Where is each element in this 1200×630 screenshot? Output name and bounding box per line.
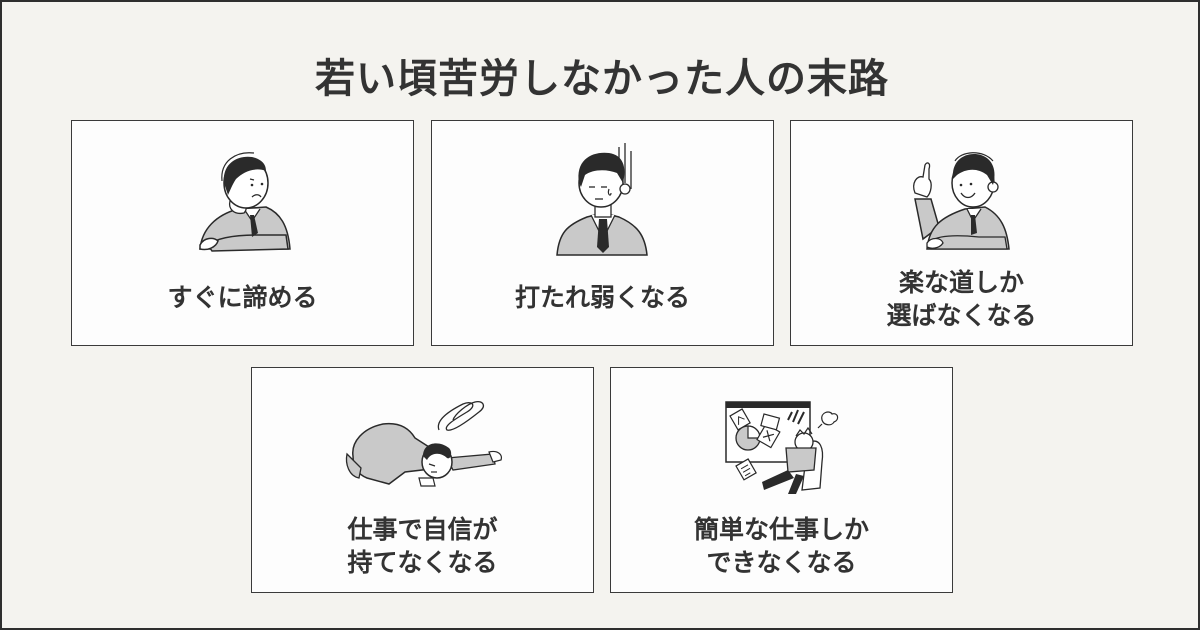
man-collapsed-on-floor-icon — [252, 394, 593, 494]
card-only-simple-work: 簡単な仕事しか できなくなる — [610, 367, 953, 593]
man-resting-chin-on-hand-icon — [72, 149, 413, 254]
card-become-fragile: 打たれ弱くなる — [431, 120, 774, 346]
card-label: 楽な道しか 選ばなくなる — [886, 268, 1037, 330]
man-pointing-finger-up-icon — [791, 149, 1132, 254]
card-lose-confidence: 仕事で自信が 持てなくなる — [251, 367, 594, 593]
stressed-man-with-scattered-papers-icon — [611, 398, 952, 498]
card-label: 仕事で自信が 持てなくなる — [347, 515, 498, 577]
page-title: 若い頃苦労しなかった人の末路 — [315, 56, 889, 102]
card-choose-easy-path: 楽な道しか 選ばなくなる — [790, 120, 1133, 346]
card-give-up-easily: すぐに諦める — [71, 120, 414, 346]
card-label: 打たれ弱くなる — [514, 283, 690, 312]
card-label: 簡単な仕事しか できなくなる — [693, 515, 869, 577]
card-label: すぐに諦める — [167, 283, 318, 312]
dejected-man-icon — [432, 143, 773, 258]
